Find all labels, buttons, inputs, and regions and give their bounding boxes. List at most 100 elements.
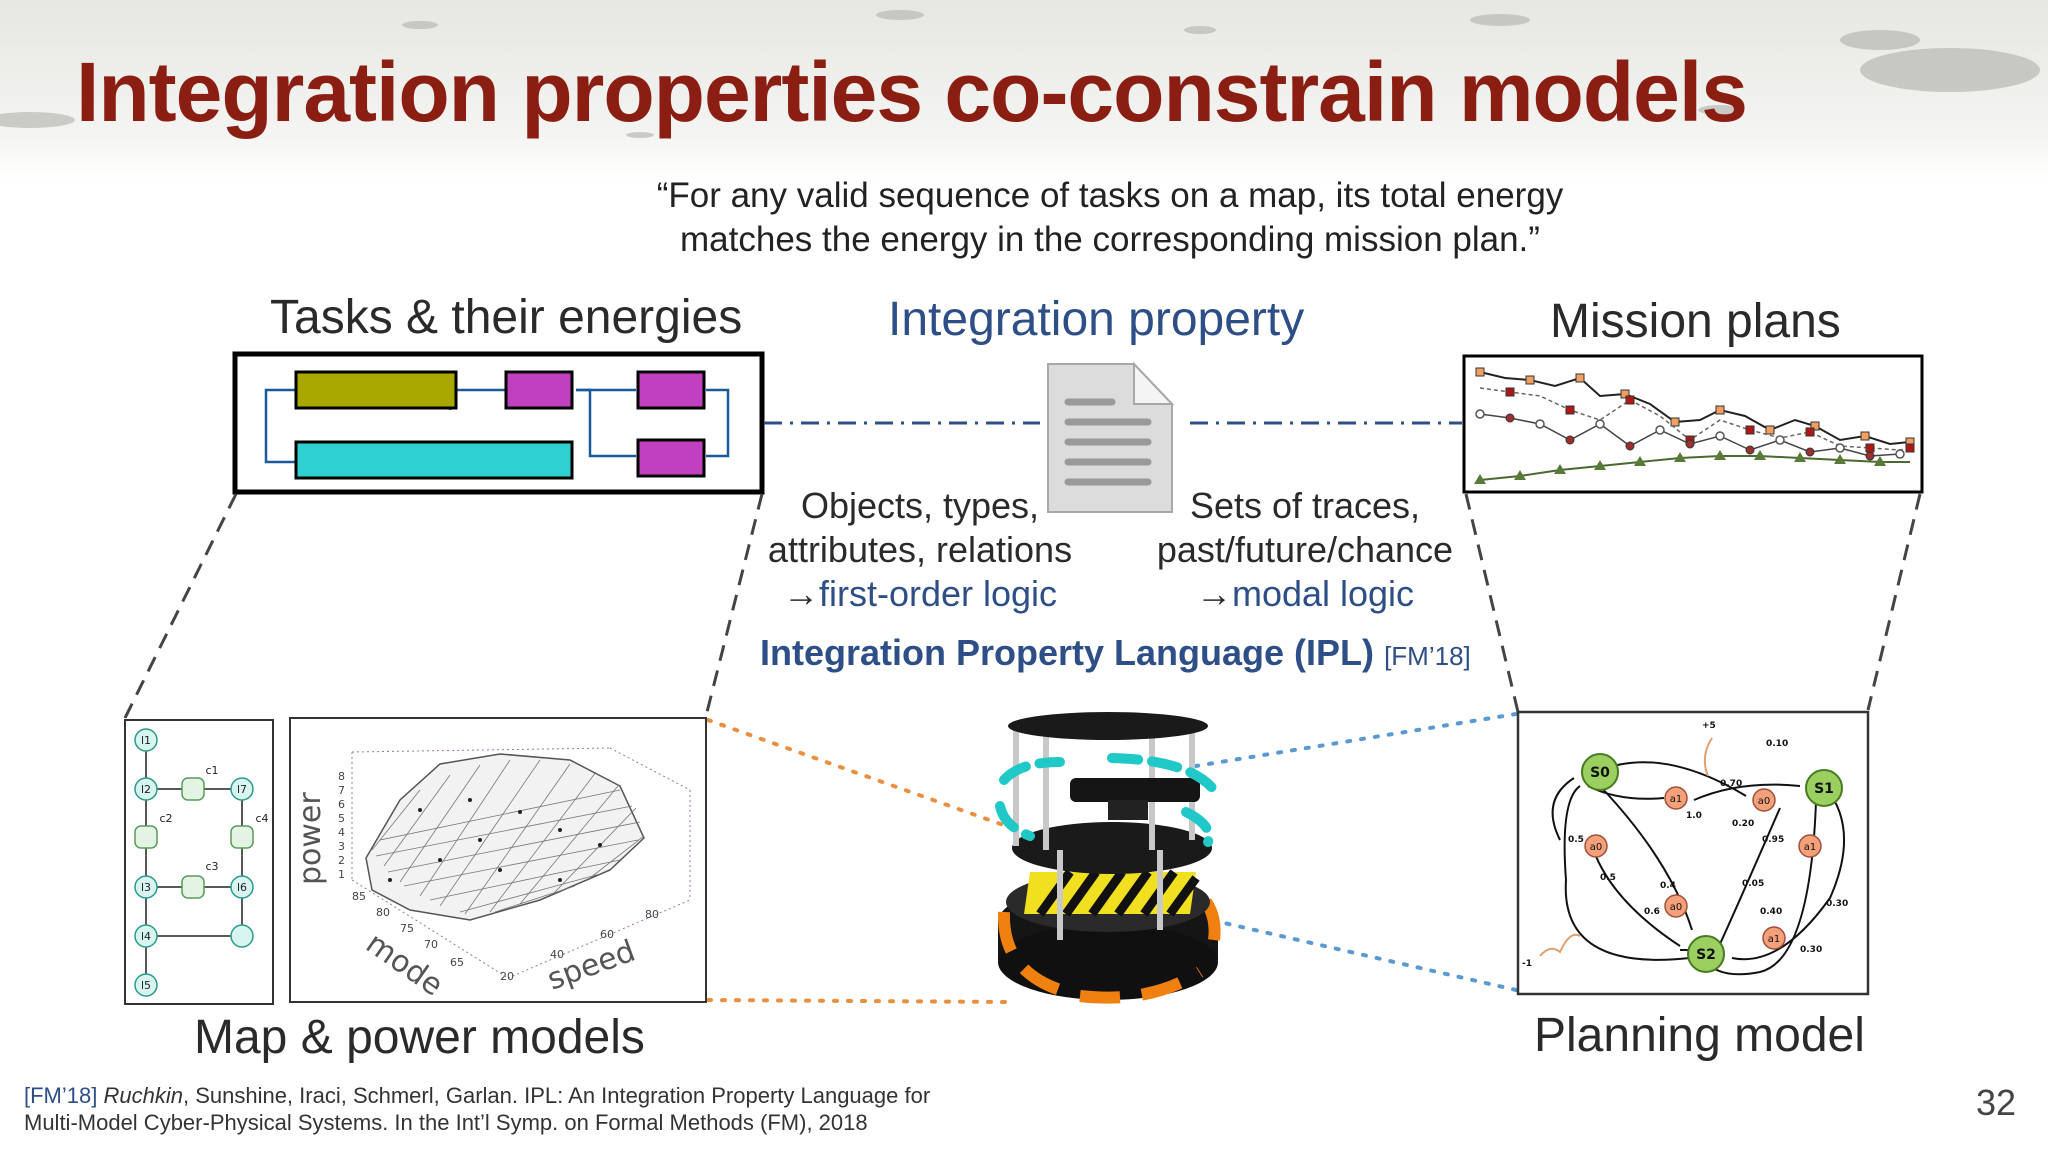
svg-text:0.95: 0.95: [1762, 835, 1784, 845]
svg-text:S2: S2: [1696, 947, 1716, 963]
left-concepts-line-1: Objects, types,: [800, 485, 1040, 526]
svg-text:80: 80: [376, 906, 390, 919]
svg-text:7: 7: [338, 784, 345, 797]
ipl-heading: Integration Property Language (IPL) [FM’…: [760, 632, 1471, 674]
first-order-concepts: Objects, types, attributes, relations →f…: [740, 484, 1100, 616]
svg-text:c3: c3: [205, 860, 218, 873]
task-block-olive: [294, 370, 458, 410]
slide-title: Integration properties co-constrain mode…: [76, 45, 1748, 139]
svg-text:0.20: 0.20: [1732, 819, 1754, 829]
svg-text:75: 75: [400, 922, 414, 935]
surface-z-axis-label: power: [293, 792, 328, 885]
footnote-cite: [FM’18]: [24, 1083, 98, 1108]
svg-text:0.5: 0.5: [1568, 835, 1584, 845]
svg-text:0.30: 0.30: [1826, 899, 1848, 909]
robot-image: [995, 712, 1221, 1004]
svg-text:0.05: 0.05: [1742, 879, 1764, 889]
integration-property-title: Integration property: [888, 293, 1305, 346]
arrow-icon: →: [782, 573, 819, 614]
mission-plans-title: Mission plans: [1550, 295, 1841, 348]
svg-text:a1: a1: [1768, 934, 1781, 945]
zoom-lines: [122, 493, 1922, 721]
svg-text:l1: l1: [141, 734, 151, 747]
footnote: [FM’18] Ruchkin, Sunshine, Iraci, Schmer…: [24, 1082, 984, 1136]
svg-text:l6: l6: [237, 881, 247, 894]
svg-text:60: 60: [600, 928, 614, 941]
svg-text:l3: l3: [141, 881, 151, 894]
svg-text:0.70: 0.70: [1720, 779, 1742, 789]
arrow-icon: →: [1195, 573, 1232, 614]
planning-model-label: Planning model: [1534, 1009, 1865, 1062]
left-concepts-line-3: →first-order logic: [740, 572, 1100, 616]
planning-model-graph: S0 S1 S2 a1 a0 a0 a1 a0 a1 +5 0.10 0.70 1.0 0…: [1516, 710, 1870, 996]
svg-text:l5: l5: [141, 979, 151, 992]
task-block-magenta-3: [636, 438, 706, 478]
task-block-cyan: [294, 440, 574, 480]
svg-text:0.40: 0.40: [1760, 907, 1782, 917]
tasks-diagram: [232, 351, 765, 495]
svg-text:c2: c2: [159, 812, 172, 825]
svg-text:70: 70: [424, 938, 438, 951]
footnote-lead-author: Ruchkin: [103, 1083, 183, 1108]
svg-text:a0: a0: [1758, 796, 1771, 807]
map-graph: l1 l2 l3 l4 l5 l6 l7 c1 c2 c3 c4: [124, 719, 274, 1005]
quote-line-1: “For any valid sequence of tasks on a ma…: [656, 176, 1564, 215]
footnote-authors-rest: , Sunshine, Iraci, Schmerl, Garlan. IPL:…: [182, 1083, 931, 1108]
svg-text:a1: a1: [1804, 842, 1817, 853]
footnote-line-2: Multi-Model Cyber-Physical Systems. In t…: [24, 1110, 868, 1135]
svg-text:0.30: 0.30: [1800, 945, 1822, 955]
svg-text:a0: a0: [1670, 902, 1683, 913]
ipl-citation: [FM’18]: [1384, 641, 1471, 671]
svg-text:0.4: 0.4: [1660, 881, 1676, 891]
svg-text:1.0: 1.0: [1686, 811, 1702, 821]
svg-text:S0: S0: [1590, 765, 1610, 781]
ipl-name: Integration Property Language (IPL): [760, 632, 1375, 673]
svg-text:S1: S1: [1814, 781, 1834, 797]
task-block-magenta-1: [504, 370, 574, 410]
right-concepts-line-3: →modal logic: [1130, 572, 1480, 616]
map-power-models-label: Map & power models: [194, 1011, 645, 1064]
svg-text:5: 5: [338, 812, 345, 825]
right-concepts-line-2: past/future/chance: [1156, 529, 1454, 570]
svg-text:6: 6: [338, 798, 345, 811]
svg-text:2: 2: [338, 854, 345, 867]
svg-text:c1: c1: [205, 764, 218, 777]
svg-text:-1: -1: [1522, 959, 1532, 969]
quote: “For any valid sequence of tasks on a ma…: [560, 174, 1660, 262]
svg-text:3: 3: [338, 840, 345, 853]
svg-text:80: 80: [645, 908, 659, 921]
robot-connectors: [706, 712, 1518, 1004]
footnote-line-1: [FM’18] Ruchkin, Sunshine, Iraci, Schmer…: [24, 1082, 984, 1109]
svg-text:a0: a0: [1590, 842, 1603, 853]
document-icon: [1047, 361, 1175, 513]
svg-text:l4: l4: [141, 930, 151, 943]
tasks-title: Tasks & their energies: [270, 291, 743, 344]
svg-text:4: 4: [338, 826, 345, 839]
svg-text:c4: c4: [255, 812, 268, 825]
svg-text:l7: l7: [237, 783, 247, 796]
svg-text:0.6: 0.6: [1644, 907, 1660, 917]
header-texture: [0, 0, 2048, 180]
first-order-logic-label: first-order logic: [818, 573, 1058, 614]
svg-text:20: 20: [500, 970, 514, 983]
right-concepts-line-1: Sets of traces,: [1189, 485, 1421, 526]
svg-text:40: 40: [550, 948, 564, 961]
svg-text:l2: l2: [141, 783, 151, 796]
task-block-magenta-2: [636, 370, 706, 410]
svg-text:0.5: 0.5: [1600, 873, 1616, 883]
svg-text:8: 8: [338, 770, 345, 783]
mission-plans-chart: [1462, 354, 1924, 494]
page-number: 32: [1976, 1082, 2017, 1123]
power-surface-plot: power mode speed 85 80 75 70 65 20 40 60…: [289, 717, 707, 1003]
quote-line-2: matches the energy in the corresponding …: [680, 220, 1540, 259]
modal-logic-label: modal logic: [1231, 573, 1415, 614]
svg-text:85: 85: [352, 890, 366, 903]
svg-text:1: 1: [338, 868, 345, 881]
svg-text:65: 65: [450, 956, 464, 969]
modal-concepts: Sets of traces, past/future/chance →moda…: [1130, 484, 1480, 616]
svg-text:a1: a1: [1670, 794, 1683, 805]
left-concepts-line-2: attributes, relations: [767, 529, 1073, 570]
svg-text:0.10: 0.10: [1766, 739, 1788, 749]
svg-text:+5: +5: [1702, 721, 1716, 731]
